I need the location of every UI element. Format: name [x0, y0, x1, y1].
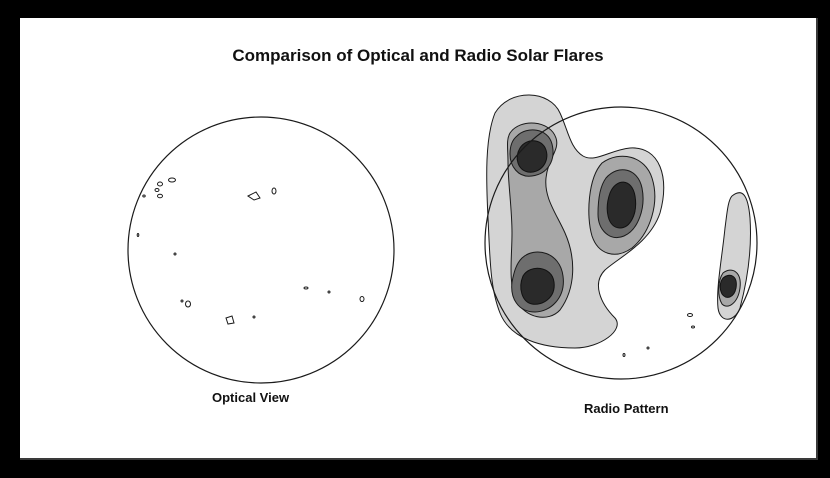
figure-panel: Comparison of Optical and Radio Solar Fl… [20, 18, 818, 460]
radio-sun-disk [484, 106, 758, 380]
radio-flare-spots [622, 313, 695, 357]
optical-spot [142, 194, 146, 198]
optical-view-caption: Optical View [212, 390, 290, 405]
optical-spot [136, 233, 140, 237]
optical-spot [180, 299, 184, 303]
radio-spot [646, 346, 650, 350]
optical-spot [359, 296, 365, 302]
optical-sun-disk [127, 116, 395, 384]
optical-spot [225, 315, 235, 325]
optical-view [127, 116, 395, 384]
radio-spot [687, 313, 693, 317]
radio-spot [622, 353, 626, 357]
optical-spot [303, 286, 309, 290]
figure-title: Comparison of Optical and Radio Solar Fl… [232, 46, 604, 65]
optical-spot [168, 177, 176, 183]
optical-spot [154, 188, 160, 192]
radio-pattern [484, 94, 758, 380]
radio-contour-level-4 [516, 140, 737, 305]
radio-pattern-caption: Radio Pattern [584, 401, 669, 416]
optical-spot [327, 290, 331, 294]
optical-spot [173, 252, 177, 256]
optical-spot [185, 300, 191, 308]
radio-spot [691, 325, 695, 329]
flare-diagram [127, 94, 758, 384]
optical-flare-spots [136, 177, 365, 325]
optical-spot [247, 191, 261, 201]
optical-spot [271, 187, 277, 195]
optical-spot [157, 193, 163, 199]
optical-spot [252, 315, 256, 319]
optical-spot [157, 181, 163, 187]
